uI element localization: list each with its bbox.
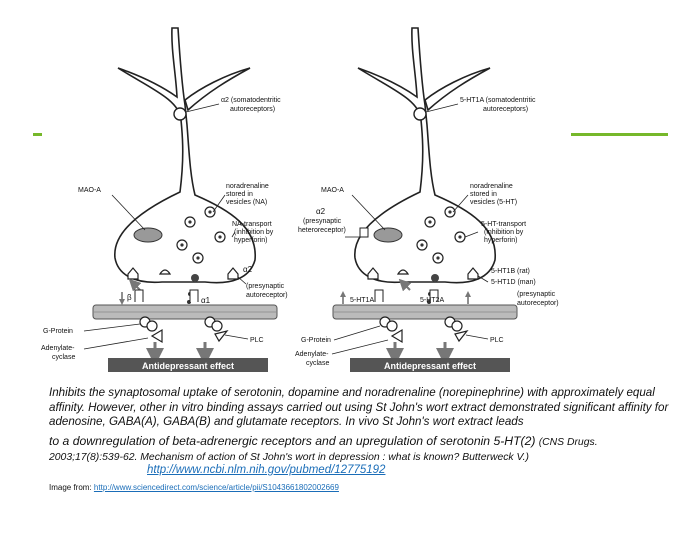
accent-bar-right	[571, 133, 668, 136]
svg-text:stored in: stored in	[470, 191, 497, 198]
accent-bar-left	[33, 133, 42, 136]
svg-text:5-HT1D (man): 5-HT1D (man)	[491, 279, 536, 286]
svg-text:MAO-A: MAO-A	[321, 187, 344, 194]
svg-text:stored in: stored in	[226, 191, 253, 198]
right-neuron	[354, 27, 496, 284]
svg-text:cyclase: cyclase	[52, 354, 75, 361]
right-effect-label: Antidepressant effect	[384, 361, 476, 371]
image-source: Image from: http://www.sciencedirect.com…	[49, 483, 339, 492]
svg-text:(inhibition by: (inhibition by	[484, 229, 524, 236]
image-from-label: Image from:	[49, 483, 92, 492]
svg-text:MAO-A: MAO-A	[78, 187, 101, 194]
svg-text:noradrenaline: noradrenaline	[470, 183, 513, 190]
left-effect-label: Antidepressant effect	[142, 361, 234, 371]
svg-text:vesicles (NA): vesicles (NA)	[226, 199, 267, 206]
svg-text:autoreceptors): autoreceptors)	[483, 106, 528, 113]
svg-text:5-HT2A: 5-HT2A	[420, 297, 444, 304]
image-source-link[interactable]: http://www.sciencedirect.com/science/art…	[93, 483, 339, 492]
svg-text:NA-transport: NA-transport	[232, 221, 272, 228]
svg-text:(presynaptic: (presynaptic	[303, 218, 342, 225]
svg-text:5-HT1A: 5-HT1A	[350, 297, 374, 304]
paragraph-1: Inhibits the synaptosomal uptake of sero…	[49, 386, 669, 429]
svg-text:G-Protein: G-Protein	[301, 337, 331, 344]
svg-text:noradrenaline: noradrenaline	[226, 183, 269, 190]
left-mao	[133, 227, 163, 243]
svg-text:5-HT-transport: 5-HT-transport	[481, 221, 526, 228]
svg-text:5-HT1B (rat): 5-HT1B (rat)	[491, 268, 530, 275]
svg-text:β: β	[127, 293, 132, 302]
svg-text:Adenylate-: Adenylate-	[41, 345, 75, 352]
svg-text:5-HT1A (somatodentritic: 5-HT1A (somatodentritic	[460, 97, 536, 104]
svg-text:Adenylate-: Adenylate-	[295, 351, 329, 358]
svg-text:PLC: PLC	[250, 337, 264, 344]
svg-text:α1: α1	[201, 296, 211, 305]
description-text: Inhibits the synaptosomal uptake of sero…	[49, 386, 669, 466]
pubmed-link[interactable]: http://www.ncbi.nlm.nih.gov/pubmed/12775…	[147, 464, 386, 476]
right-top-receptor	[413, 107, 427, 121]
right-mao	[373, 227, 403, 243]
svg-text:autoreceptors): autoreceptors)	[230, 106, 275, 113]
svg-text:α2: α2	[316, 207, 326, 216]
svg-text:hyperforin): hyperforin)	[484, 237, 517, 244]
svg-text:G-Protein: G-Protein	[43, 328, 73, 335]
left-neuron	[114, 27, 256, 284]
right-effect-box	[350, 358, 510, 372]
paragraph-2: to a downregulation of beta-adrenergic r…	[49, 433, 536, 448]
svg-text:autoreceptor): autoreceptor)	[517, 300, 559, 307]
svg-text:autoreceptor): autoreceptor)	[246, 292, 288, 299]
svg-text:vesicles (5-HT): vesicles (5-HT)	[470, 199, 517, 206]
svg-text:PLC: PLC	[490, 337, 504, 344]
left-top-receptor	[173, 107, 187, 121]
svg-text:α2 (somatodentritic: α2 (somatodentritic	[221, 97, 281, 104]
svg-text:(presynaptic: (presynaptic	[246, 283, 285, 290]
svg-text:hyperforin): hyperforin)	[234, 237, 267, 244]
left-effect-box	[108, 358, 268, 372]
svg-text:(presynaptic: (presynaptic	[517, 291, 556, 298]
svg-text:heteroreceptor): heteroreceptor)	[298, 227, 346, 234]
citation: (CNS Drugs. 2003;17(8):539-62. Mechanism…	[49, 436, 598, 464]
svg-text:cyclase: cyclase	[306, 360, 329, 367]
svg-text:(inhibition by: (inhibition by	[234, 229, 274, 236]
synapse-diagram: Antidepressant effect α2 (somatodentriti…	[41, 27, 559, 372]
svg-text:α2: α2	[243, 265, 253, 274]
